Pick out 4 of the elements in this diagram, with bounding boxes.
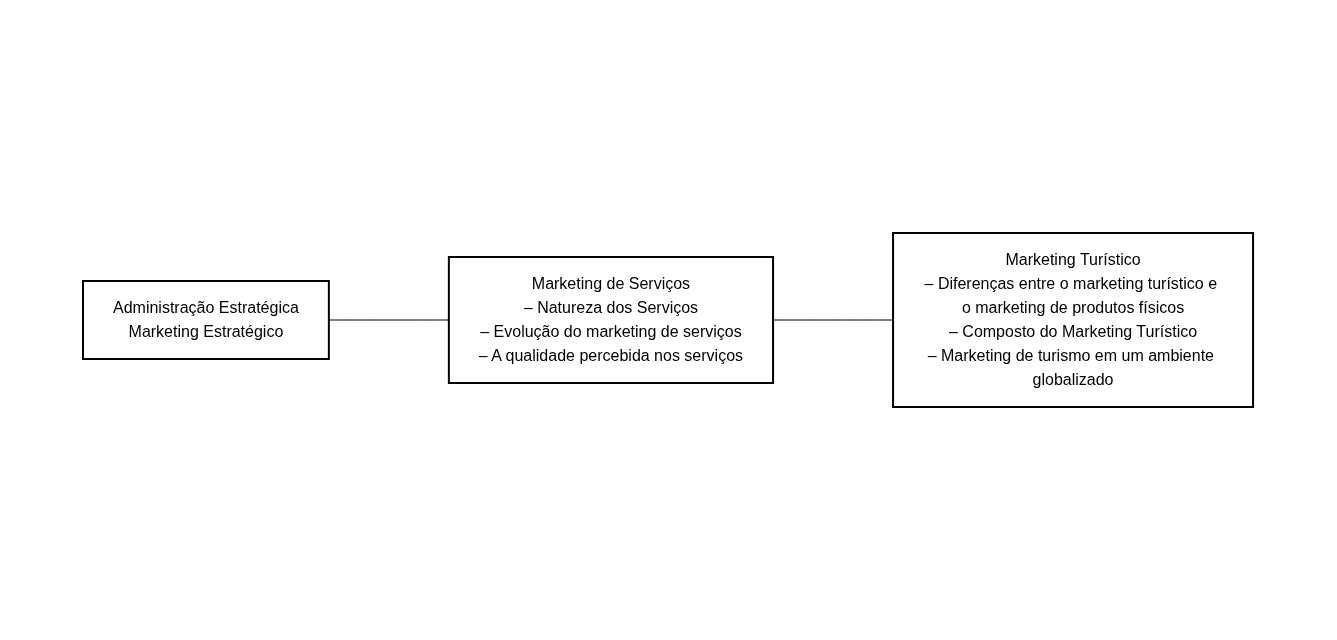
- node-box: Administração Estratégica Marketing Estratégico: [82, 280, 331, 360]
- connector: [773, 319, 894, 321]
- node-box: Marketing de Serviços – Natureza dos Serviços – Evolução do marketing de serviços – A qualidade percebida nos serviços: [448, 256, 775, 384]
- node-box: Marketing Turístico – Diferenças entre o marketing turístico e o marketing de produtos físicos – Composto do Marketing Turístico – Marketing de turismo em um ambiente globalizado: [892, 232, 1255, 408]
